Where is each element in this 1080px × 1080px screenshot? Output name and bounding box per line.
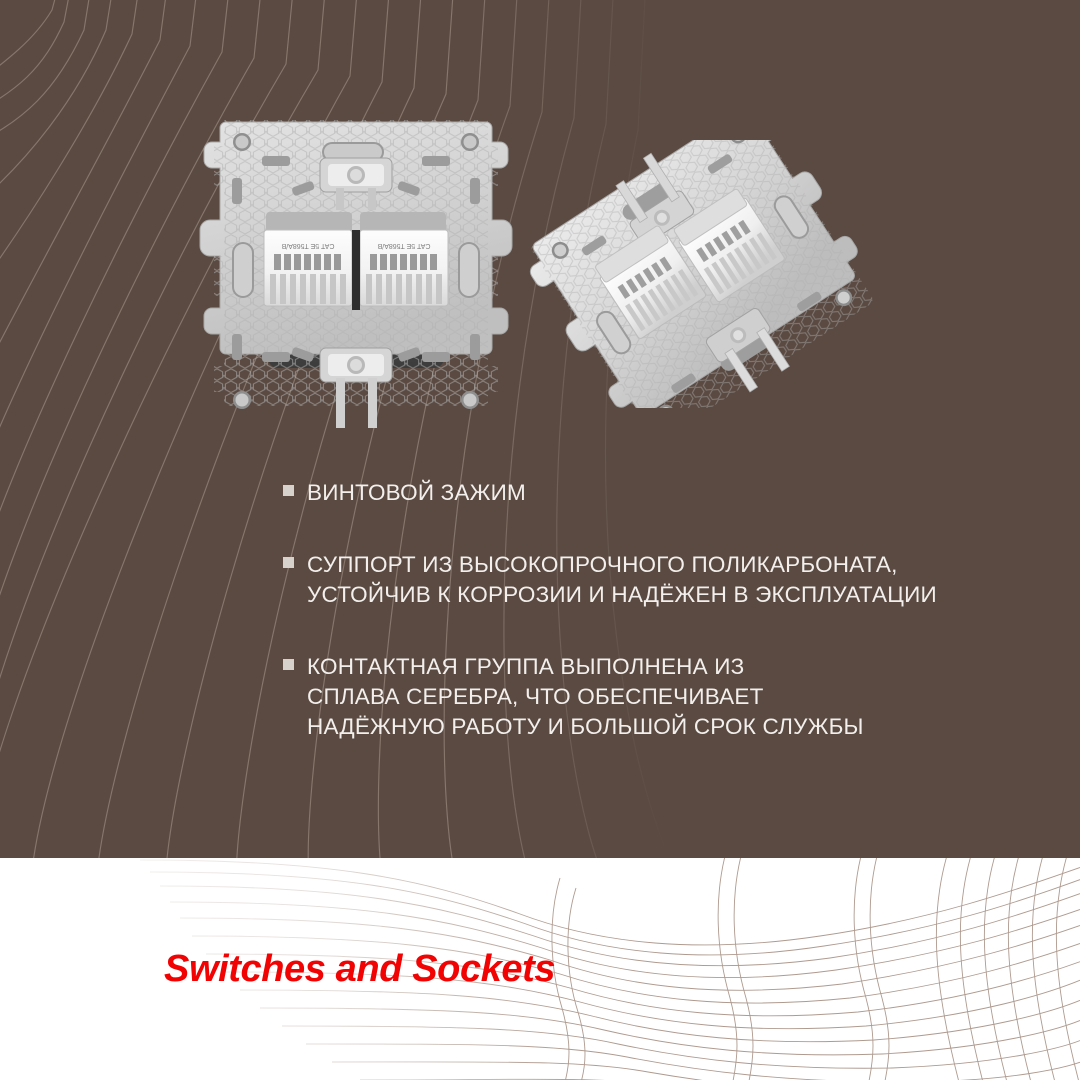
footer-panel <box>0 858 1080 1080</box>
product-image-double-rj45-socket-front: CAT 5E T568A/B CAT 5E T568A/B <box>199 120 513 428</box>
product-image-double-rj45-socket-angled <box>529 140 875 408</box>
svg-text:CAT 5E T568A/B: CAT 5E T568A/B <box>377 242 430 249</box>
rj45-module-right: CAT 5E T568A/B <box>359 212 449 307</box>
rj45-module-right <box>673 188 785 303</box>
hero-panel: CAT 5E T568A/B CAT 5E T568A/B <box>0 0 1080 858</box>
brand-wordmark: Switches and Sockets <box>164 948 556 990</box>
feature-item: КОНТАКТНАЯ ГРУППА ВЫПОЛНЕНА ИЗ СПЛАВА СЕ… <box>283 652 1003 742</box>
svg-text:CAT 5E T568A/B: CAT 5E T568A/B <box>281 242 334 249</box>
feature-item: СУППОРТ ИЗ ВЫСОКОПРОЧНОГО ПОЛИКАРБОНАТА,… <box>283 550 1003 610</box>
feature-item: ВИНТОВОЙ ЗАЖИМ <box>283 478 1003 508</box>
feature-text: ВИНТОВОЙ ЗАЖИМ <box>307 480 526 505</box>
square-bullet-icon <box>283 659 294 670</box>
footer-contour-texture <box>139 858 1080 1080</box>
feature-text: КОНТАКТНАЯ ГРУППА ВЫПОЛНЕНА ИЗ СПЛАВА СЕ… <box>307 654 864 739</box>
feature-text: СУППОРТ ИЗ ВЫСОКОПРОЧНОГО ПОЛИКАРБОНАТА,… <box>307 552 937 607</box>
rj45-module-left <box>595 225 707 339</box>
rj45-module-left: CAT 5E T568A/B <box>263 212 353 307</box>
square-bullet-icon <box>283 557 294 568</box>
square-bullet-icon <box>283 485 294 496</box>
feature-list: ВИНТОВОЙ ЗАЖИМ СУППОРТ ИЗ ВЫСОКОПРОЧНОГО… <box>283 478 1003 742</box>
